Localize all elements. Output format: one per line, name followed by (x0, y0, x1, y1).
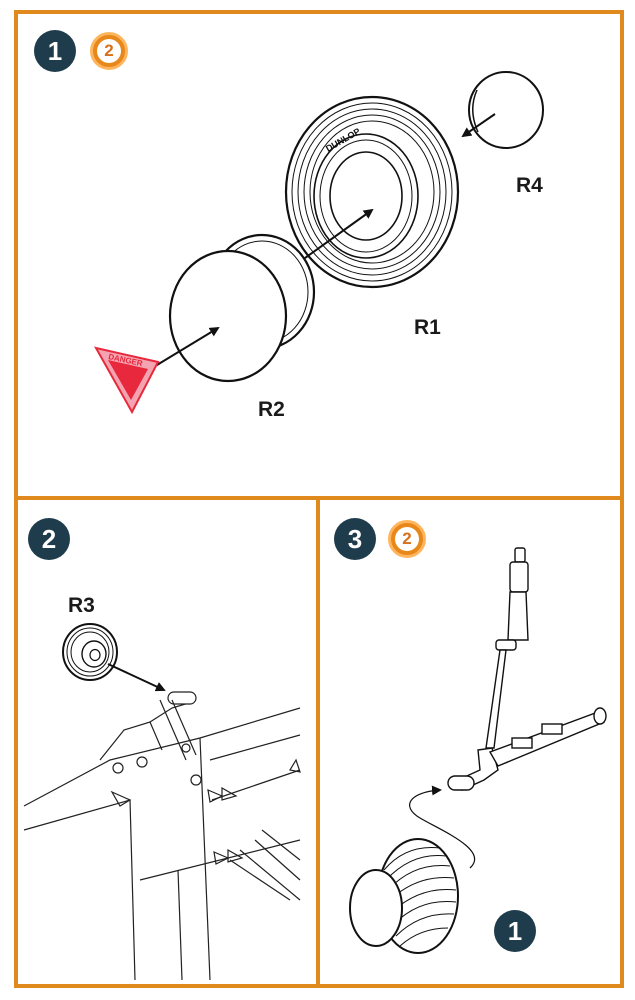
main-tire-r1 (284, 95, 460, 289)
reference-step-badge: 1 (494, 910, 536, 952)
arrow-r2-to-r1 (304, 208, 374, 259)
landing-strut (447, 547, 607, 791)
step-1-badge: 1 (34, 30, 76, 72)
guide-wire (409, 785, 476, 869)
label-r4: R4 (516, 174, 543, 197)
label-r3: R3 (68, 594, 95, 617)
main-tire-assembled (349, 838, 459, 954)
step-2-badge: 2 (28, 518, 70, 560)
label-r1: R1 (414, 316, 441, 339)
step-3-badge: 3 (334, 518, 376, 560)
sub-badge-number: 2 (97, 39, 121, 63)
hub-r2 (168, 233, 316, 383)
step-3-panel (316, 496, 624, 988)
danger-decal: DANGER (94, 346, 160, 415)
wheel-r3 (62, 623, 118, 681)
fuselage-structure (23, 691, 301, 981)
hub-cap-r4 (468, 71, 544, 149)
arrow-r4-to-r1 (461, 113, 496, 138)
label-r2: R2 (258, 398, 285, 421)
arrow-decal-to-r2 (151, 326, 220, 369)
arrow-r3-to-axle (107, 663, 166, 692)
step-3-sub-badge: 2 (388, 520, 426, 558)
step-1-sub-badge: 2 (90, 32, 128, 70)
sub-badge-number: 2 (395, 527, 419, 551)
